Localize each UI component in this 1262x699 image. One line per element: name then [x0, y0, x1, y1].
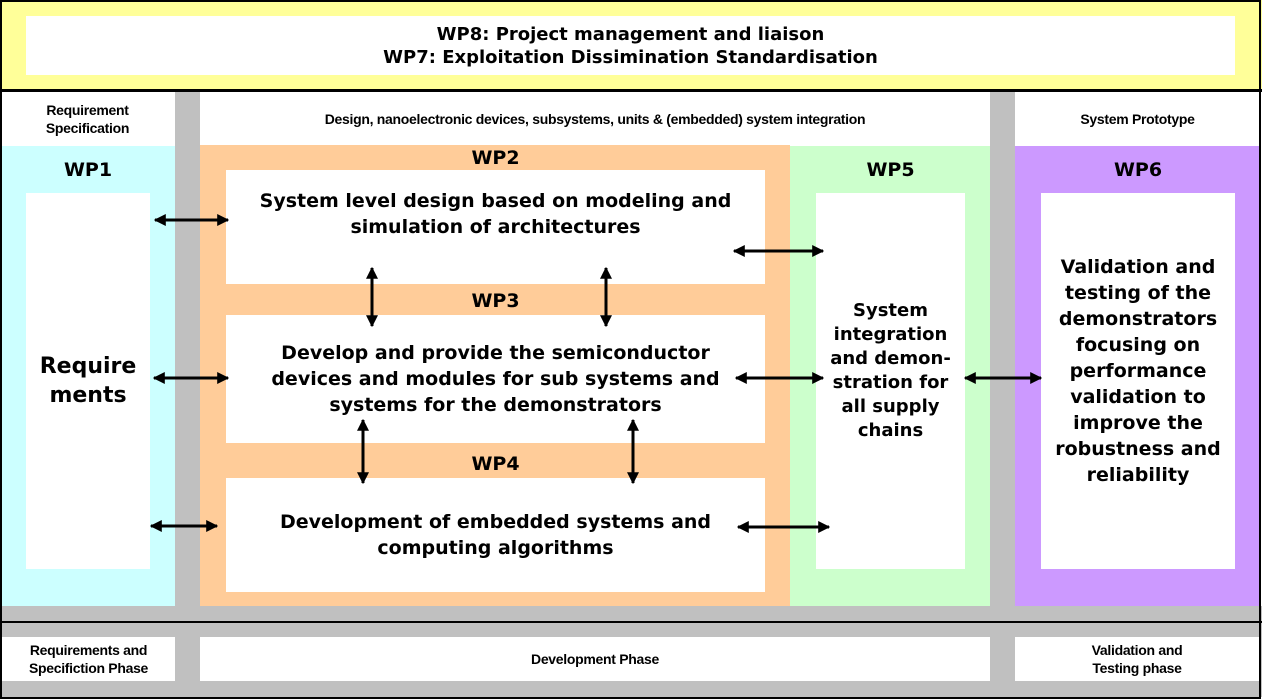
wp2-text: System level design based on modeling an… [259, 190, 732, 238]
wp6-text: Validation and testing of the demonstrat… [1055, 256, 1221, 486]
wp4-text: Development of embedded systems and comp… [279, 511, 712, 559]
wp3-box: Develop and provide the semiconductor de… [226, 315, 765, 443]
column-header-system-prototype: System Prototype [1080, 111, 1195, 127]
wp7-title: WP7: Exploitation Dissimination Standard… [383, 46, 878, 68]
divider-bottom [0, 621, 1262, 623]
phase-validation: Validation and Testing phase [1015, 637, 1259, 681]
wp1-text: Require ments [39, 354, 137, 408]
wp4-box: Development of embedded systems and comp… [226, 478, 765, 592]
phase-development: Development Phase [200, 637, 990, 681]
wp2-label: WP2 [471, 146, 520, 169]
wp6-label: WP6 [1113, 159, 1163, 181]
wp5-text: System integration and demon-stration fo… [830, 300, 951, 441]
wp5-label: WP5 [866, 159, 915, 181]
wp8-title: WP8: Project management and liaison [436, 23, 825, 45]
wp6-box: Validation and testing of the demonstrat… [1041, 193, 1235, 569]
wp1-box: Require ments [26, 193, 150, 569]
column-header-design: Design, nanoelectronic devices, subsyste… [324, 111, 866, 127]
wp2-box: System level design based on modeling an… [226, 170, 765, 284]
column-header-requirement-specification: Requirement Specification [45, 102, 130, 136]
wp5-box: System integration and demon-stration fo… [816, 193, 965, 569]
wp3-text: Develop and provide the semiconductor de… [271, 342, 720, 416]
separator-right [990, 92, 1015, 637]
divider-top [0, 89, 1262, 92]
wp4-label: WP4 [471, 453, 520, 475]
wp1-label: WP1 [63, 159, 113, 181]
wp3-label: WP3 [471, 289, 520, 312]
separator-left [175, 92, 200, 637]
separator-bottom [0, 606, 1262, 621]
wp8-wp7-box: WP8: Project management and liaison WP7:… [26, 16, 1235, 75]
phase-requirements: Requirements and Specifiction Phase [2, 637, 175, 681]
